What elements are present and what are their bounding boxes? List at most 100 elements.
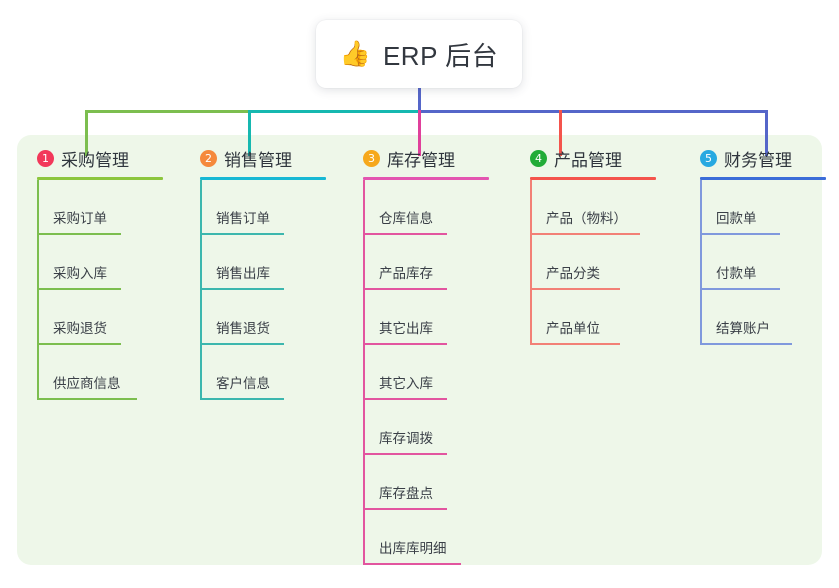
list-item-label: 销售订单: [216, 211, 270, 226]
column-title: 采购管理: [61, 150, 129, 170]
list-item-label: 付款单: [716, 266, 757, 281]
list-item[interactable]: 销售订单: [180, 180, 340, 235]
list-item-rule: [363, 453, 447, 455]
list-item[interactable]: 库存调拨: [343, 400, 513, 455]
list-item-rule: [363, 288, 447, 290]
list-item-label: 客户信息: [216, 376, 270, 391]
column-spine: [363, 180, 365, 565]
list-item-label: 库存调拨: [379, 431, 433, 446]
list-item-rule: [363, 398, 447, 400]
list-item-label: 采购订单: [53, 211, 107, 226]
list-item-rule: [700, 343, 792, 345]
list-item-rule: [200, 398, 284, 400]
column-header-1[interactable]: 1 采购管理: [17, 145, 177, 171]
list-item-label: 产品分类: [546, 266, 600, 281]
column-1: 1 采购管理采购订单采购入库采购退货供应商信息: [17, 145, 177, 400]
list-item[interactable]: 采购订单: [17, 180, 177, 235]
column-spine: [200, 180, 202, 400]
column-header-rule: [700, 177, 826, 180]
column-spine: [700, 180, 702, 345]
column-title: 财务管理: [724, 150, 792, 170]
list-item-label: 其它入库: [379, 376, 433, 391]
list-item-label: 库存盘点: [379, 486, 433, 501]
column-header-3[interactable]: 3 库存管理: [343, 145, 513, 171]
list-item-rule: [37, 343, 121, 345]
column-title: 产品管理: [554, 150, 622, 170]
list-item-label: 供应商信息: [53, 376, 121, 391]
column-header-rule: [530, 177, 656, 180]
list-item-rule: [530, 233, 640, 235]
root-node-card[interactable]: 👍 ERP 后台: [316, 20, 522, 88]
thumbs-up-icon: 👍: [339, 39, 371, 68]
root-node-content: 👍 ERP 后台: [340, 36, 498, 73]
list-item-rule: [700, 288, 780, 290]
list-item-rule: [363, 343, 447, 345]
connector-drop-2: [248, 110, 251, 156]
list-item-rule: [200, 288, 284, 290]
column-items: 销售订单销售出库销售退货客户信息: [180, 180, 340, 400]
column-items: 采购订单采购入库采购退货供应商信息: [17, 180, 177, 400]
list-item-rule: [37, 233, 121, 235]
connector-bus-segment-3: [418, 110, 765, 113]
column-title: 库存管理: [387, 150, 455, 170]
list-item-label: 结算账户: [716, 321, 770, 336]
connector-root-stem: [418, 88, 421, 111]
list-item-label: 销售退货: [216, 321, 270, 336]
connector-drop-3: [418, 110, 421, 156]
list-item-rule: [700, 233, 780, 235]
list-item-label: 产品（物料）: [546, 211, 627, 226]
list-item[interactable]: 产品库存: [343, 235, 513, 290]
list-item-rule: [37, 288, 121, 290]
column-items: 仓库信息产品库存其它出库其它入库库存调拨库存盘点出库库明细: [343, 180, 513, 565]
list-item[interactable]: 付款单: [680, 235, 830, 290]
column-spine: [37, 180, 39, 400]
list-item-label: 其它出库: [379, 321, 433, 336]
list-item-label: 产品库存: [379, 266, 433, 281]
list-item-rule: [363, 508, 447, 510]
diagram-panel: [17, 135, 822, 565]
list-item[interactable]: 采购退货: [17, 290, 177, 345]
column-items: 回款单付款单结算账户: [680, 180, 830, 345]
list-item-label: 回款单: [716, 211, 757, 226]
list-item[interactable]: 销售退货: [180, 290, 340, 345]
connector-drop-4: [559, 110, 562, 156]
list-item[interactable]: 客户信息: [180, 345, 340, 400]
list-item[interactable]: 采购入库: [17, 235, 177, 290]
number-badge-icon: 3: [363, 149, 380, 167]
root-node-title: ERP 后台: [382, 40, 499, 71]
list-item[interactable]: 出库库明细: [343, 510, 513, 565]
list-item-rule: [530, 343, 620, 345]
list-item[interactable]: 仓库信息: [343, 180, 513, 235]
column-header-rule: [363, 177, 489, 180]
column-items: 产品（物料） 产品分类产品单位: [510, 180, 680, 345]
list-item-label: 采购退货: [53, 321, 107, 336]
list-item[interactable]: 其它入库: [343, 345, 513, 400]
column-header-rule: [200, 177, 326, 180]
list-item[interactable]: 结算账户: [680, 290, 830, 345]
list-item-label: 采购入库: [53, 266, 107, 281]
list-item[interactable]: 销售出库: [180, 235, 340, 290]
list-item-rule: [363, 563, 461, 565]
connector-bus-segment-2: [248, 110, 418, 113]
list-item-label: 出库库明细: [379, 541, 447, 556]
list-item-rule: [530, 288, 620, 290]
list-item[interactable]: 库存盘点: [343, 455, 513, 510]
list-item-rule: [200, 233, 284, 235]
column-3: 3 库存管理仓库信息产品库存其它出库其它入库库存调拨库存盘点出库库明细: [343, 145, 513, 565]
list-item[interactable]: 供应商信息: [17, 345, 177, 400]
list-item-rule: [363, 233, 447, 235]
number-badge-icon: 1: [37, 149, 54, 167]
list-item[interactable]: 产品分类: [510, 235, 680, 290]
list-item[interactable]: 产品单位: [510, 290, 680, 345]
list-item[interactable]: 产品（物料）: [510, 180, 680, 235]
connector-drop-1: [85, 110, 88, 156]
list-item-rule: [37, 398, 137, 400]
list-item[interactable]: 其它出库: [343, 290, 513, 345]
list-item[interactable]: 回款单: [680, 180, 830, 235]
number-badge-icon: 2: [200, 149, 217, 167]
